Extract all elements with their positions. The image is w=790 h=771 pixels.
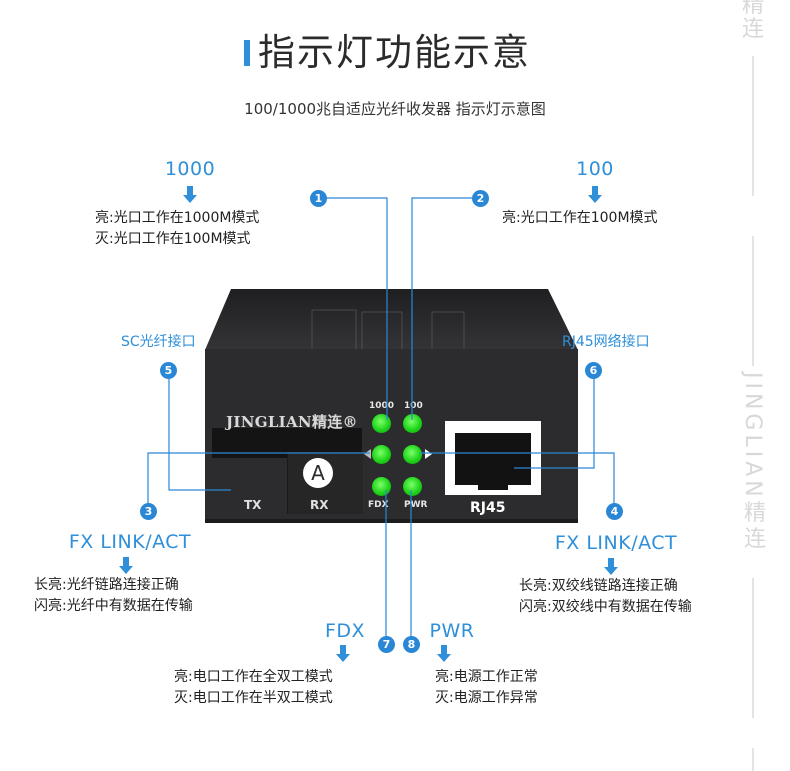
- leader-line-1: [326, 197, 388, 420]
- down-arrow-icon: [437, 645, 451, 663]
- down-arrow-icon: [588, 186, 602, 204]
- watermark-line: [752, 578, 754, 718]
- badge-1: 1: [310, 190, 327, 207]
- watermark-brand-top-text: 精 连: [741, 0, 764, 42]
- badge-2: 2: [472, 190, 489, 207]
- callout-100-heading: 100: [576, 158, 614, 180]
- callout-pwr-heading: PWR: [429, 620, 475, 642]
- sc-port-a-marker: A: [303, 458, 333, 488]
- callout-1000-line-off: 灭:光口工作在100M模式: [95, 231, 251, 247]
- callout-100-line-on: 亮:光口工作在100M模式: [502, 210, 658, 226]
- watermark-vertical-brand: JINGLIAN精连: [740, 372, 765, 553]
- down-arrow-icon: [119, 557, 133, 575]
- callout-fdx-line-off: 灭:电口工作在半双工模式: [174, 690, 333, 706]
- callout-fdx-heading: FDX: [324, 620, 366, 642]
- led-label-fdx: FDX: [368, 500, 389, 510]
- badge-8: 8: [403, 636, 420, 653]
- badge-3: 3: [140, 503, 157, 520]
- watermark-line: [752, 56, 754, 196]
- callout-1000-heading: 1000: [164, 158, 216, 180]
- watermark-brand-top: 精 连: [738, 0, 768, 42]
- rj45-port-notch: [478, 482, 508, 490]
- callout-pwr-desc: 亮:电源工作正常 灭:电源工作异常: [435, 667, 538, 709]
- callout-fx-left-line-blink: 闪亮:光纤中有数据在传输: [34, 598, 193, 614]
- leader-line-5: [168, 376, 231, 491]
- led-pwr: [403, 477, 422, 496]
- watermark-line: [752, 748, 754, 771]
- down-arrow-icon: [183, 186, 197, 204]
- title-accent-bar: [244, 40, 250, 66]
- led-tp-link-act: [403, 445, 422, 464]
- led-1000: [372, 414, 391, 433]
- callout-fdx-line-on: 亮:电口工作在全双工模式: [174, 669, 333, 685]
- down-arrow-icon: [336, 645, 350, 663]
- callout-fx-left-line-steady: 长亮:光纤链路连接正确: [34, 577, 179, 593]
- down-arrow-icon: [604, 558, 618, 576]
- page-title: 指示灯功能示意: [258, 31, 531, 74]
- badge-7: 7: [378, 636, 395, 653]
- callout-fdx-desc: 亮:电口工作在全双工模式 灭:电口工作在半双工模式: [174, 667, 333, 709]
- right-triangle-icon: [425, 449, 432, 459]
- watermark-line: [752, 236, 754, 366]
- sc-port-label: SC光纤接口: [121, 334, 196, 350]
- badge-6: 6: [585, 362, 602, 379]
- leader-line-6: [514, 376, 595, 469]
- tx-label: TX: [244, 498, 262, 512]
- callout-fx-right-line-blink: 闪亮:双绞线中有数据在传输: [519, 599, 692, 615]
- callout-fx-right-desc: 长亮:双绞线链路连接正确 闪亮:双绞线中有数据在传输: [519, 576, 692, 618]
- left-triangle-icon: [364, 449, 371, 459]
- callout-pwr-line-off: 灭:电源工作异常: [435, 690, 538, 706]
- badge-5: 5: [160, 362, 177, 379]
- page-subtitle: 100/1000兆自适应光纤收发器 指示灯示意图: [244, 100, 546, 118]
- callout-fx-right-heading: FX LINK/ACT: [554, 532, 678, 554]
- rj45-port-socket: [455, 433, 531, 485]
- badge-4: 4: [606, 503, 623, 520]
- callout-fx-right-line-steady: 长亮:双绞线链路连接正确: [519, 578, 678, 594]
- device-top-surface: [205, 289, 578, 350]
- device-brand: JINGLIAN精连®: [226, 413, 358, 431]
- rj45-port-label: RJ45网络接口: [562, 334, 650, 350]
- leader-line-4: [420, 452, 615, 504]
- callout-fx-left-desc: 长亮:光纤链路连接正确 闪亮:光纤中有数据在传输: [34, 575, 193, 617]
- leader-line-2: [411, 197, 472, 420]
- led-label-1000: 1000: [369, 401, 395, 411]
- callout-fx-left-heading: FX LINK/ACT: [68, 531, 192, 553]
- callout-100-desc: 亮:光口工作在100M模式: [502, 208, 658, 229]
- callout-1000-line-on: 亮:光口工作在1000M模式: [95, 210, 260, 226]
- led-label-pwr: PWR: [404, 500, 428, 510]
- led-100: [403, 414, 422, 433]
- leader-line-3: [147, 452, 370, 504]
- rj45-label: RJ45: [470, 500, 506, 516]
- led-fx-link-act: [372, 445, 391, 464]
- led-label-100: 100: [404, 401, 423, 411]
- callout-pwr-line-on: 亮:电源工作正常: [435, 669, 538, 685]
- callout-1000-desc: 亮:光口工作在1000M模式 灭:光口工作在100M模式: [95, 208, 259, 250]
- rx-label: RX: [310, 498, 329, 512]
